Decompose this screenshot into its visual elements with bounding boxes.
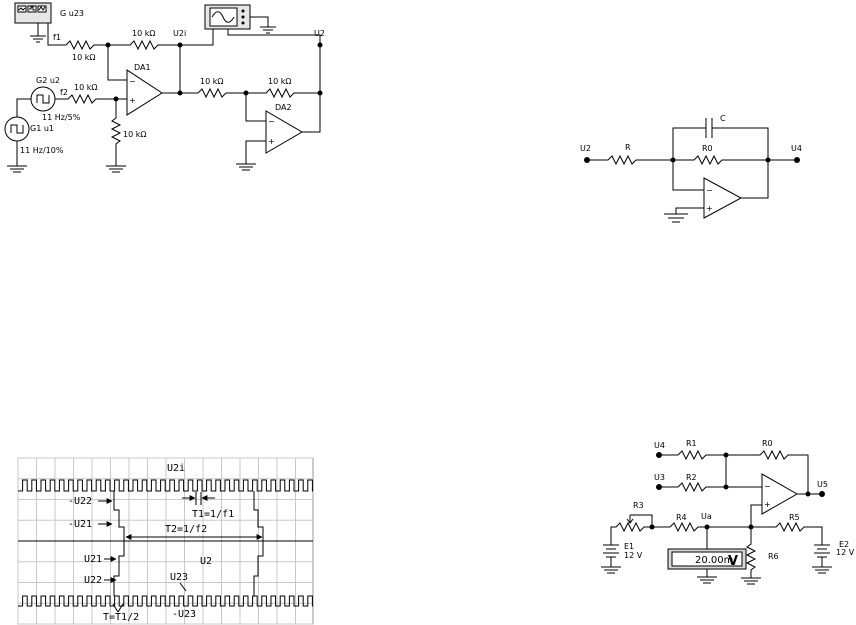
svg-text:−: −	[268, 117, 275, 126]
r0-label: R0	[702, 144, 713, 153]
function-generator-icon	[14, 2, 52, 24]
r6-label: R6	[768, 552, 779, 561]
svg-text:−: −	[764, 482, 771, 491]
g2-label: G2 u2	[36, 76, 60, 85]
generator-g1-icon	[4, 116, 30, 142]
waveform-top-u2i	[18, 479, 313, 492]
label-neg-u22: -U22	[68, 496, 92, 507]
generator-g2-icon	[30, 86, 56, 112]
g1-label: G1 u1	[30, 124, 54, 133]
r-gnd-label: 10 kΩ	[123, 130, 146, 139]
r2-label: R2	[686, 473, 697, 482]
e1-voltage: 12 V	[624, 551, 643, 560]
battery-e2-icon	[814, 544, 830, 558]
r4-label: R4	[676, 513, 687, 522]
circuit-summator: U4 R1 R0 U3 R2 − + U5 R3 R4 Ua	[601, 439, 855, 585]
svg-text:−: −	[129, 77, 136, 86]
r-da2-fb-label: 10 kΩ	[268, 77, 291, 86]
e2-label: E2	[839, 540, 849, 549]
svg-text:+: +	[764, 500, 771, 509]
f2-label: f2	[60, 88, 68, 97]
waveform-bottom-u23	[18, 595, 313, 607]
label-t2: T2=1/f2	[165, 524, 207, 535]
battery-e1-icon	[603, 544, 619, 558]
voltmeter-unit: V	[728, 554, 738, 569]
generator-label: G u23	[60, 9, 84, 18]
u5-output-label: U5	[817, 480, 828, 489]
c-label: C	[720, 114, 726, 123]
label-u23: U23	[170, 572, 188, 583]
label-u21: U21	[84, 554, 102, 565]
r1-label: R1	[686, 439, 697, 448]
label-t1: T1=1/f1	[192, 509, 234, 520]
r-label: R	[625, 143, 631, 152]
r-in1-label: 10 kΩ	[72, 53, 95, 62]
f1-label: f1	[53, 33, 61, 42]
r0-sum-label: R0	[762, 439, 773, 448]
r5-label: R5	[789, 513, 800, 522]
svg-text:+: +	[129, 96, 136, 105]
label-t-half: T=T1/2	[103, 612, 139, 623]
r-da2-in-label: 10 kΩ	[200, 77, 223, 86]
voltmeter-value: 20.00m	[695, 555, 733, 566]
r-fb1-label: 10 kΩ	[132, 29, 155, 38]
da1-label: DA1	[134, 63, 151, 72]
label-u2: U2	[200, 556, 212, 567]
u4-input-label: U4	[654, 441, 665, 450]
op-amp-integrator: − +	[703, 177, 743, 219]
u4-output-label: U4	[791, 144, 802, 153]
circuit-integrator: U2 R C R0 U4 − +	[580, 114, 802, 223]
label-neg-u23: -U23	[172, 609, 196, 620]
e1-label: E1	[624, 542, 634, 551]
e2-voltage: 12 V	[836, 548, 855, 557]
label-neg-u21: -U21	[68, 519, 92, 530]
ua-label: Ua	[701, 512, 712, 521]
voltmeter-display: 20.00m V	[667, 548, 747, 570]
waveform-panel: U2i -U22 -U21 T1=1/f1 T2=1/f2 U21 U2 U22…	[17, 457, 314, 625]
u2-node-label: U2	[314, 29, 325, 38]
op-amp-da2: − +	[265, 110, 303, 154]
svg-text:+: +	[268, 137, 275, 146]
u3-input-label: U3	[654, 473, 665, 482]
label-u2i: U2i	[167, 463, 185, 474]
svg-text:−: −	[706, 186, 713, 195]
r-in2-label: 10 kΩ	[74, 83, 97, 92]
oscilloscope-icon	[204, 4, 251, 30]
u2-input-label: U2	[580, 144, 591, 153]
circuit-summing-amplifier: G u23 f1 10 kΩ 10 kΩ U2i U2	[4, 2, 325, 173]
r3-label: R3	[633, 501, 644, 510]
op-amp-da1: − +	[126, 69, 163, 116]
g2-freq-label: 11 Hz/5%	[42, 113, 81, 122]
g1-freq-label: 11 Hz/10%	[20, 146, 64, 155]
u2i-node-label: U2i	[173, 29, 186, 38]
op-amp-summator: − +	[761, 473, 799, 515]
label-u22: U22	[84, 575, 102, 586]
svg-text:+: +	[706, 204, 713, 213]
da2-label: DA2	[275, 103, 292, 112]
